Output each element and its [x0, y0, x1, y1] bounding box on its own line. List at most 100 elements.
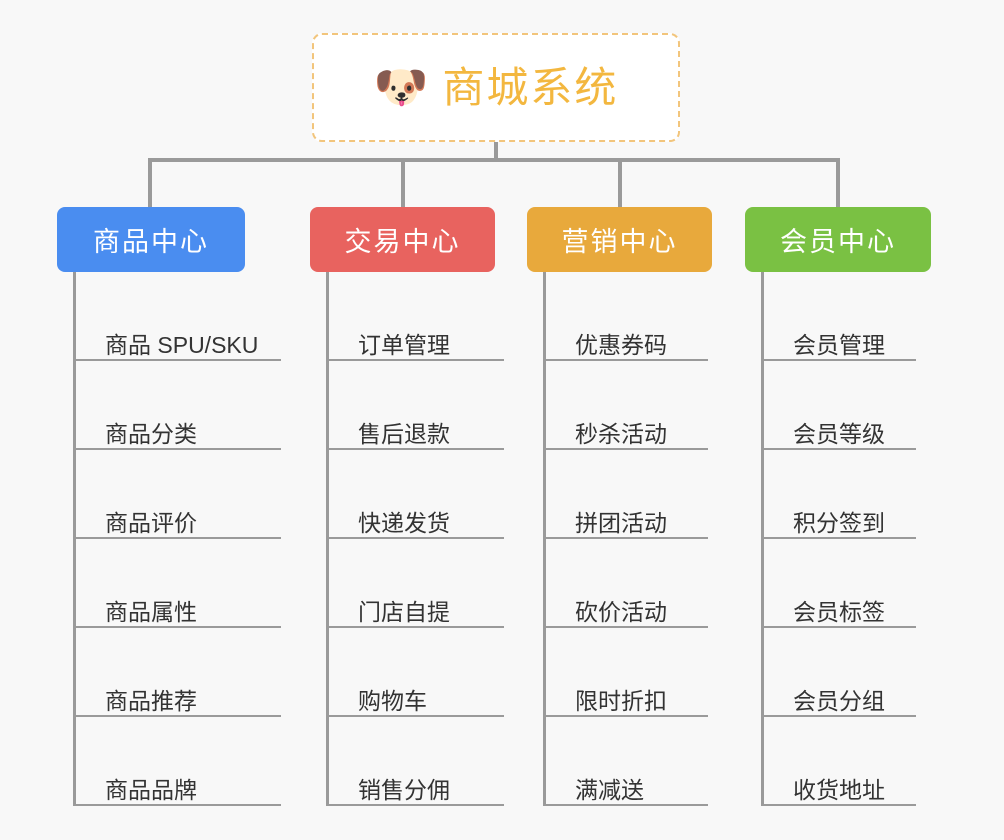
leaf-item-rule [326, 715, 504, 717]
leaf-item[interactable]: 订单管理 [310, 272, 504, 361]
leaf-item-rule [761, 715, 916, 717]
leaf-item-rule [761, 537, 916, 539]
leaf-item[interactable]: 收货地址 [745, 717, 931, 806]
leaf-list-marketing-center: 优惠券码 秒杀活动 拼团活动 砍价活动 限时折扣 满减送 [527, 272, 712, 806]
leaf-item-rule [326, 448, 504, 450]
connector-drop-4 [836, 158, 840, 208]
category-header-member-center[interactable]: 会员中心 [745, 207, 931, 272]
leaf-item-rule [73, 626, 281, 628]
leaf-item-rule [543, 804, 708, 806]
leaf-item[interactable]: 会员分组 [745, 628, 931, 717]
leaf-item-rule [543, 448, 708, 450]
leaf-item-rule [761, 626, 916, 628]
leaf-item-label: 商品品牌 [105, 777, 197, 803]
leaf-item[interactable]: 拼团活动 [527, 450, 712, 539]
leaf-item[interactable]: 限时折扣 [527, 628, 712, 717]
leaf-item[interactable]: 商品分类 [57, 361, 281, 450]
leaf-item[interactable]: 会员等级 [745, 361, 931, 450]
leaf-item-label: 销售分佣 [358, 777, 450, 803]
leaf-item-label: 商品推荐 [105, 688, 197, 714]
leaf-item-label: 积分签到 [793, 510, 885, 536]
leaf-spine [326, 272, 329, 806]
leaf-item-rule [326, 626, 504, 628]
category-header-trade-center[interactable]: 交易中心 [310, 207, 495, 272]
leaf-item-rule [73, 715, 281, 717]
leaf-item-label: 商品分类 [105, 421, 197, 447]
leaf-item-label: 限时折扣 [575, 688, 667, 714]
leaf-item-rule [543, 715, 708, 717]
leaf-item-label: 砍价活动 [575, 599, 667, 625]
leaf-item[interactable]: 商品评价 [57, 450, 281, 539]
leaf-item-label: 会员分组 [793, 688, 885, 714]
leaf-list-member-center: 会员管理 会员等级 积分签到 会员标签 会员分组 收货地址 [745, 272, 931, 806]
leaf-spine [73, 272, 76, 806]
leaf-item-label: 拼团活动 [575, 510, 667, 536]
branch-column-member-center: 会员中心 会员管理 会员等级 积分签到 会员标签 会员分组 [745, 207, 931, 806]
category-label: 营销中心 [561, 227, 678, 257]
leaf-item[interactable]: 砍价活动 [527, 539, 712, 628]
leaf-item-label: 会员标签 [793, 599, 885, 625]
category-header-marketing-center[interactable]: 营销中心 [527, 207, 712, 272]
leaf-item[interactable]: 优惠券码 [527, 272, 712, 361]
connector-horizontal-bar [148, 158, 840, 162]
connector-drop-3 [618, 158, 622, 208]
connector-drop-1 [148, 158, 152, 208]
leaf-list-trade-center: 订单管理 售后退款 快递发货 门店自提 购物车 销售分佣 [310, 272, 504, 806]
leaf-item-label: 购物车 [358, 688, 427, 714]
category-label: 交易中心 [344, 227, 461, 257]
leaf-item[interactable]: 售后退款 [310, 361, 504, 450]
leaf-item[interactable]: 积分签到 [745, 450, 931, 539]
leaf-item-rule [326, 804, 504, 806]
connector-root-stub [494, 142, 498, 162]
leaf-item-label: 会员等级 [793, 421, 885, 447]
leaf-item[interactable]: 商品 SPU/SKU [57, 272, 281, 361]
leaf-item-rule [543, 359, 708, 361]
category-label: 商品中心 [93, 227, 209, 257]
leaf-spine [543, 272, 546, 806]
leaf-item-label: 满减送 [575, 777, 644, 803]
leaf-item[interactable]: 门店自提 [310, 539, 504, 628]
dog-face-icon: 🐶 [373, 62, 429, 112]
leaf-item[interactable]: 会员管理 [745, 272, 931, 361]
leaf-item-rule [543, 626, 708, 628]
leaf-item-rule [761, 359, 916, 361]
leaf-item-label: 优惠券码 [575, 332, 667, 358]
leaf-item-rule [326, 359, 504, 361]
leaf-item[interactable]: 会员标签 [745, 539, 931, 628]
leaf-item-label: 快递发货 [358, 510, 450, 536]
leaf-item-rule [73, 804, 281, 806]
leaf-item[interactable]: 购物车 [310, 628, 504, 717]
leaf-item-label: 订单管理 [358, 332, 450, 358]
category-header-product-center[interactable]: 商品中心 [57, 207, 245, 272]
leaf-item-label: 收货地址 [793, 777, 885, 803]
leaf-item[interactable]: 销售分佣 [310, 717, 504, 806]
root-node-content: 🐶 商城系统 [373, 62, 619, 112]
leaf-item-rule [326, 537, 504, 539]
root-node[interactable]: 🐶 商城系统 [312, 33, 680, 142]
leaf-item-label: 商品评价 [105, 510, 197, 536]
branch-column-product-center: 商品中心 商品 SPU/SKU 商品分类 商品评价 商品属性 商品推荐 [57, 207, 281, 806]
category-label: 会员中心 [780, 227, 896, 257]
leaf-spine [761, 272, 764, 806]
leaf-item-rule [543, 537, 708, 539]
connector-drop-2 [401, 158, 405, 208]
leaf-item[interactable]: 商品属性 [57, 539, 281, 628]
leaf-item-rule [73, 537, 281, 539]
leaf-item[interactable]: 秒杀活动 [527, 361, 712, 450]
leaf-list-product-center: 商品 SPU/SKU 商品分类 商品评价 商品属性 商品推荐 商品品牌 [57, 272, 281, 806]
leaf-item[interactable]: 商品推荐 [57, 628, 281, 717]
leaf-item-label: 门店自提 [358, 599, 450, 625]
leaf-item[interactable]: 商品品牌 [57, 717, 281, 806]
branch-column-trade-center: 交易中心 订单管理 售后退款 快递发货 门店自提 购物车 [310, 207, 504, 806]
leaf-item[interactable]: 快递发货 [310, 450, 504, 539]
leaf-item-rule [73, 359, 281, 361]
root-title: 商城系统 [442, 63, 619, 111]
leaf-item[interactable]: 满减送 [527, 717, 712, 806]
leaf-item-label: 商品属性 [105, 599, 197, 625]
leaf-item-rule [761, 448, 916, 450]
leaf-item-label: 秒杀活动 [575, 421, 667, 447]
leaf-item-label: 售后退款 [358, 421, 450, 447]
leaf-item-rule [761, 804, 916, 806]
branch-column-marketing-center: 营销中心 优惠券码 秒杀活动 拼团活动 砍价活动 限时折扣 [527, 207, 712, 806]
